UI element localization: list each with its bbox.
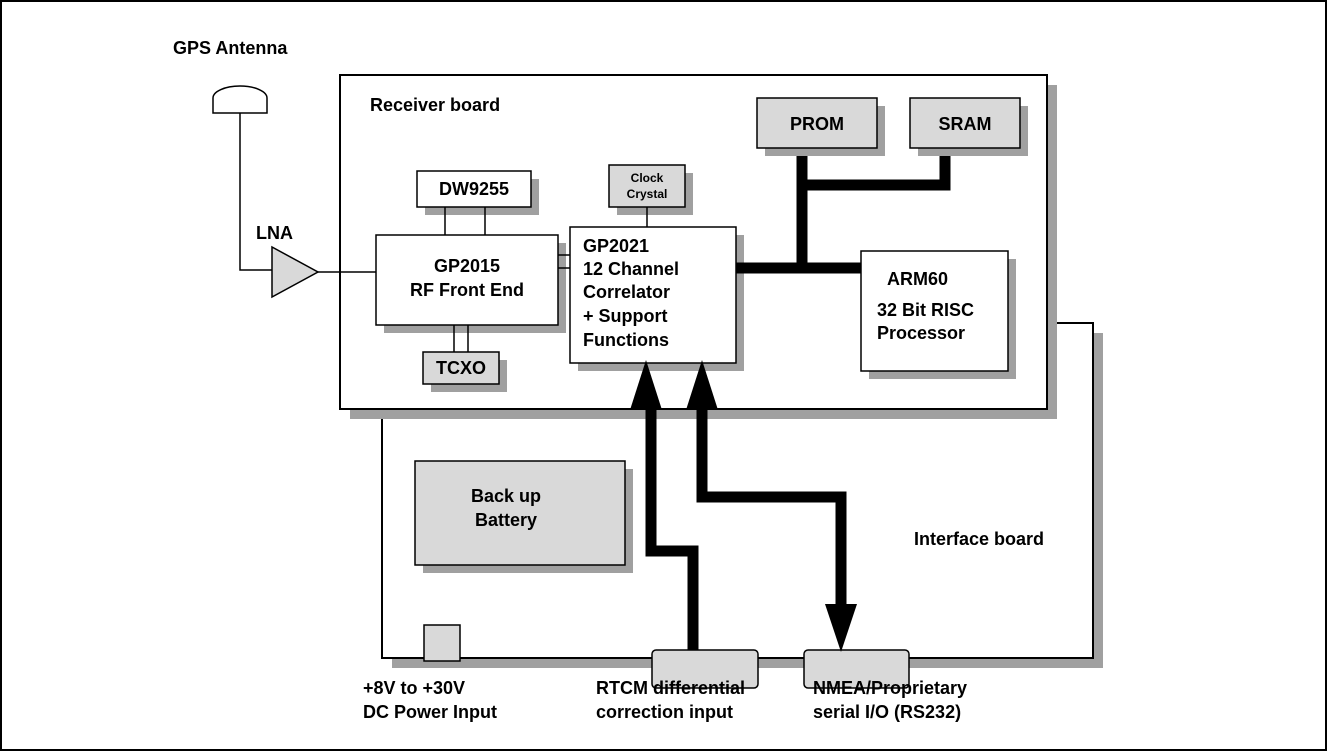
gp2021-label-line3: Correlator [583,282,670,302]
gp2015-label-line1: GP2015 [434,256,500,276]
data-bus [736,148,951,274]
nmea-path-arrow-head-up [686,360,718,410]
power-input-label-line1: +8V to +30V [363,678,465,698]
gp2015-rf-front-end [375,234,559,326]
rtcm-path-arrow-head [630,360,662,410]
power-input-label-line2: DC Power Input [363,702,497,722]
receiver-board-label: Receiver board [370,95,500,115]
arm60-label-line1: ARM60 [887,269,948,289]
gp2021-label-line2: 12 Channel [583,259,679,279]
power-connector [423,624,461,662]
backup-battery-label-line2: Battery [475,510,537,530]
clock-crystal-label-line1: Clock [631,171,664,185]
clock-crystal-label-line2: Crystal [627,187,668,201]
tcxo-chip [422,351,500,385]
dw9255-label: DW9255 [439,179,509,199]
gp2021-label-line4: + Support [583,306,668,326]
nmea-path-arrow-head-down [825,604,857,652]
rtcm-connector [651,649,759,689]
sram-chip [909,97,1021,149]
gps-antenna-label: GPS Antenna [173,38,288,58]
arm60-label-line2: 32 Bit RISC [877,300,974,320]
sram-label: SRAM [939,114,992,134]
lna-label: LNA [256,223,293,243]
backup-battery [414,460,626,566]
rtcm-input-label-line1: RTCM differential [596,678,745,698]
nmea-io-label-line2: serial I/O (RS232) [813,702,961,722]
gp2015-label-line2: RF Front End [410,280,524,300]
gp2021-label-line1: GP2021 [583,236,649,256]
prom-label: PROM [790,114,844,134]
arm60-label-line3: Processor [877,323,965,343]
lna-amplifier-icon [271,245,320,299]
gps-antenna-icon [212,85,268,114]
nmea-connector [803,649,910,689]
prom-chip [756,97,878,149]
rtcm-input-label-line2: correction input [596,702,733,722]
gp2021-correlator [569,226,737,364]
interface-board-label: Interface board [914,529,1044,549]
backup-battery-label-line1: Back up [471,486,541,506]
arm60-processor [860,250,1009,372]
gp2021-label-line5: Functions [583,330,669,350]
nmea-io-label-line1: NMEA/Proprietary [813,678,967,698]
rtcm-signal-path [645,408,699,650]
dw9255-chip [416,170,532,208]
nmea-signal-path [696,408,847,606]
tcxo-label: TCXO [436,358,486,378]
antenna-cable [239,113,272,271]
